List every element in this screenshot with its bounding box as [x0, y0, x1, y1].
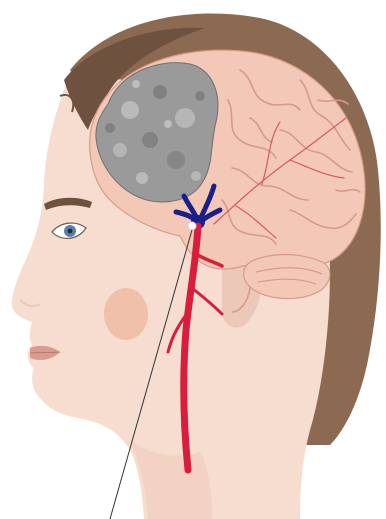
pupil [68, 229, 73, 234]
pointer-dot [188, 222, 196, 230]
cheek [104, 288, 148, 340]
cerebellum [244, 255, 330, 299]
